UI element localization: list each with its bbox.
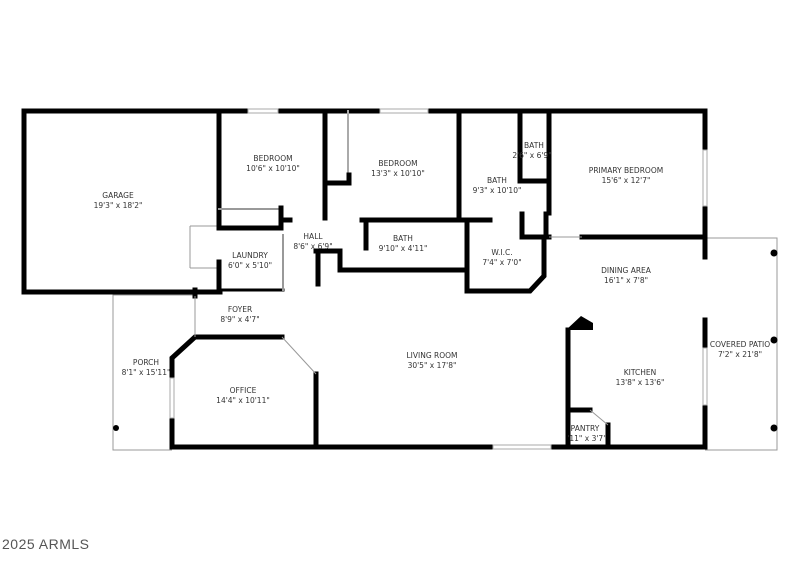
room-name-garage: GARAGE xyxy=(102,191,134,200)
room-labels: GARAGE 19'3" x 18'2" BEDROOM 10'6" x 10'… xyxy=(94,141,771,443)
room-size-porch: 8'1" x 15'11" xyxy=(122,368,171,377)
room-name-bath-small: BATH xyxy=(524,141,544,150)
room-size-hall: 8'6" x 6'9" xyxy=(293,242,332,251)
room-name-bath-primary: BATH xyxy=(487,176,507,185)
walls xyxy=(21,108,708,450)
room-size-living: 30'5" x 17'8" xyxy=(408,361,457,370)
room-name-porch: PORCH xyxy=(133,358,159,367)
room-name-bedroom1: BEDROOM xyxy=(253,154,292,163)
room-size-dining: 16'1" x 7'8" xyxy=(604,276,648,285)
room-name-foyer: FOYER xyxy=(228,305,252,314)
room-size-primary-bedroom: 15'6" x 12'7" xyxy=(602,176,651,185)
room-name-laundry: LAUNDRY xyxy=(232,251,268,260)
room-name-living: LIVING ROOM xyxy=(406,351,457,360)
room-name-dining: DINING AREA xyxy=(601,266,652,275)
room-name-primary-bedroom: PRIMARY BEDROOM xyxy=(589,166,663,175)
room-size-covered-patio: 7'2" x 21'8" xyxy=(718,350,762,359)
room-size-bath-primary: 9'3" x 10'10" xyxy=(473,186,522,195)
room-size-bath-hall: 9'10" x 4'11" xyxy=(379,244,428,253)
room-size-kitchen: 13'8" x 13'6" xyxy=(616,378,665,387)
copyright-watermark: 2025 ARMLS xyxy=(2,536,90,552)
room-size-foyer: 8'9" x 4'7" xyxy=(220,315,259,324)
room-size-pantry: '11" x 3'7" xyxy=(567,434,606,443)
room-size-wic: 7'4" x 7'0" xyxy=(482,258,521,267)
room-name-pantry: PANTRY xyxy=(571,424,600,433)
room-name-wic: W.I.C. xyxy=(491,248,512,257)
room-size-bath-small: 2'6" x 6'9" xyxy=(512,151,551,160)
room-size-office: 14'4" x 10'11" xyxy=(216,396,270,405)
room-size-bedroom2: 13'3" x 10'10" xyxy=(371,169,425,178)
room-name-covered-patio: COVERED PATIO xyxy=(710,340,770,349)
porch-outline xyxy=(112,294,196,451)
room-name-office: OFFICE xyxy=(230,386,257,395)
room-size-garage: 19'3" x 18'2" xyxy=(94,201,143,210)
room-size-bedroom1: 10'6" x 10'10" xyxy=(246,164,300,173)
garage-door xyxy=(189,225,219,269)
room-size-laundry: 6'0" x 5'10" xyxy=(228,261,272,270)
covered-patio-outline xyxy=(705,237,778,451)
room-name-kitchen: KITCHEN xyxy=(624,368,657,377)
room-name-hall: HALL xyxy=(303,232,323,241)
room-name-bedroom2: BEDROOM xyxy=(378,159,417,168)
room-name-bath-hall: BATH xyxy=(393,234,413,243)
windows xyxy=(169,108,708,450)
